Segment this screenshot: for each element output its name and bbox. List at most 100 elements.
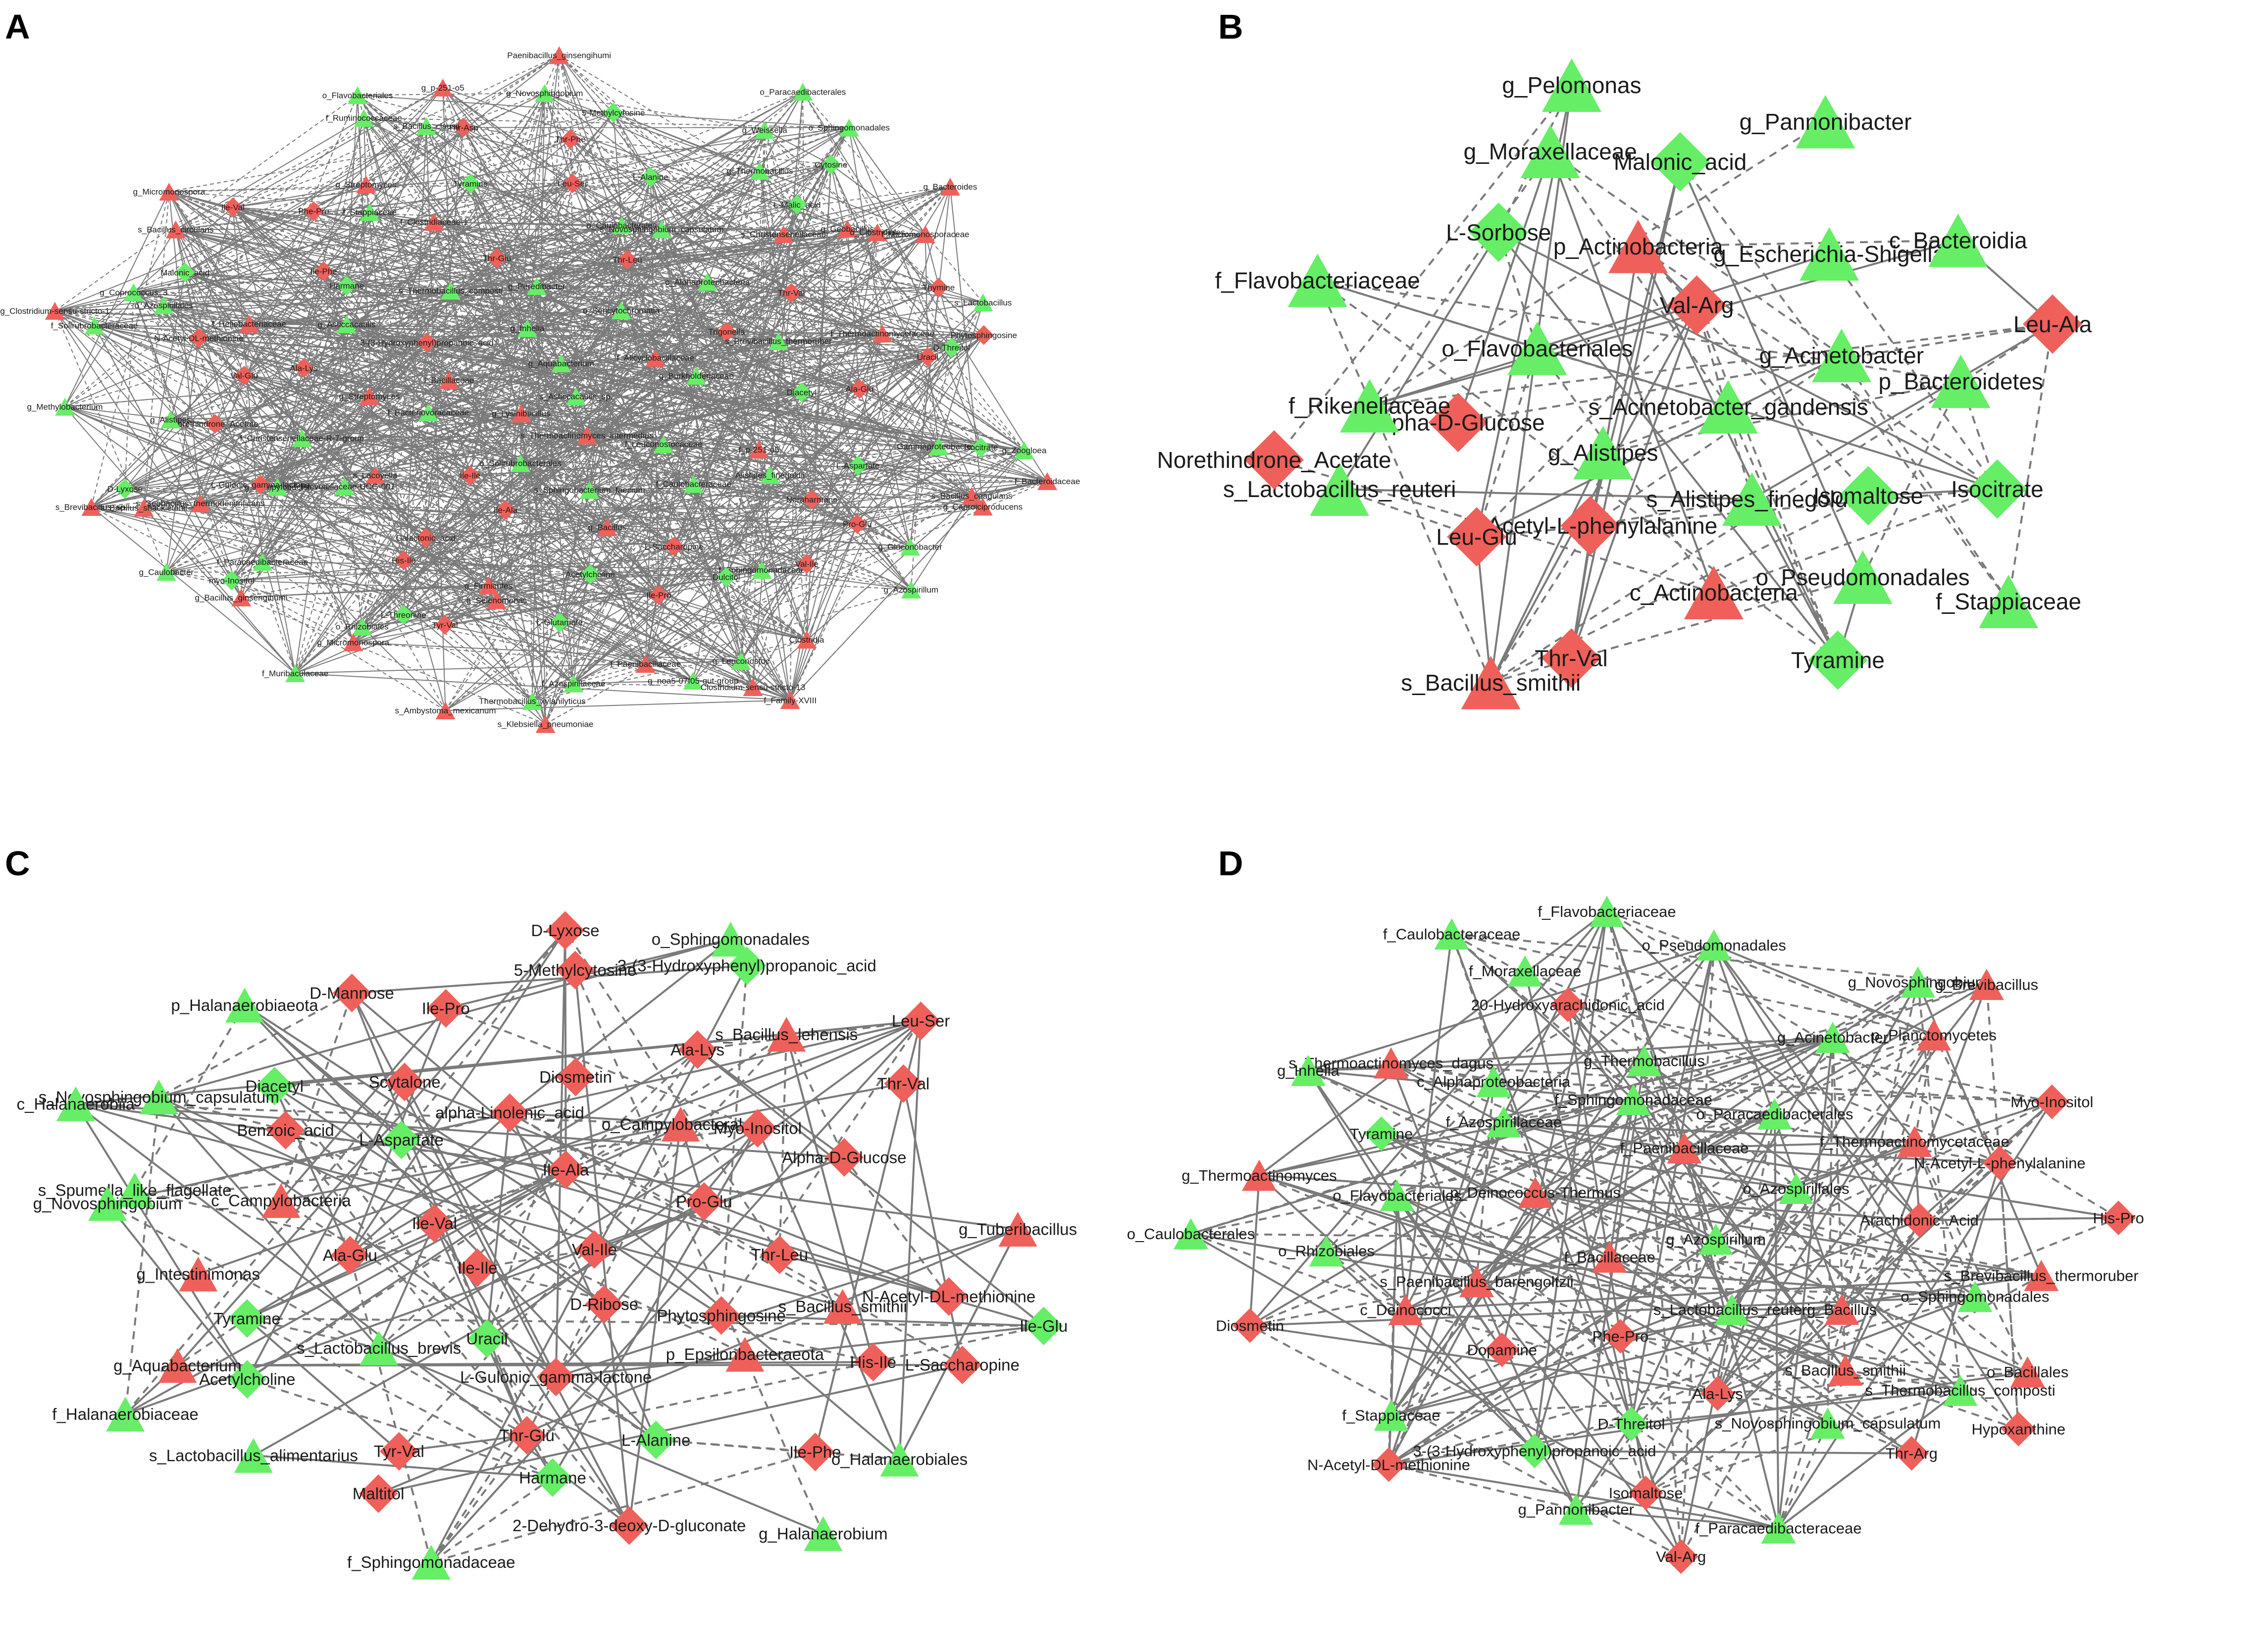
node-label: L-Saccharopine <box>645 542 704 551</box>
network-edge <box>363 117 849 128</box>
network-edge <box>1841 1101 2053 1310</box>
node-triangle <box>486 591 507 609</box>
node-triangle <box>551 354 571 373</box>
network-edge <box>1631 1423 1779 1529</box>
network-edge <box>740 287 939 661</box>
node-triangle <box>880 1442 919 1477</box>
network-edge <box>185 272 807 640</box>
network-edge <box>1493 1080 1685 1149</box>
node-diamond <box>929 1277 969 1316</box>
network-edge <box>509 1111 963 1366</box>
network-edge <box>1387 1192 1537 1465</box>
node-diamond <box>664 536 684 556</box>
node-label: g_Firmicutes <box>464 581 513 591</box>
network-edge <box>1476 1280 1718 1395</box>
network-edge <box>1644 1036 1833 1062</box>
network-edge <box>1390 1062 1976 1298</box>
network-edge <box>175 229 347 325</box>
node-diamond <box>250 474 270 495</box>
network-edge <box>246 1081 406 1380</box>
node-label: Pro-Glu <box>843 520 872 529</box>
node-label: L-Gulonic_gamma-lactone <box>211 480 309 490</box>
node-diamond <box>854 1343 893 1382</box>
panel-a: A s_Asticcacaulis_sp.g_Lysinibacillusg_A… <box>0 7 1080 733</box>
node-label: Arachidonic_Acid <box>1860 1212 1979 1229</box>
network-edge <box>1717 1162 2001 1395</box>
network-edge <box>488 356 928 586</box>
node-label: c_Campylobacteria <box>211 1192 351 1210</box>
node-diamond <box>1232 1308 1268 1343</box>
node-triangle <box>1374 1047 1409 1079</box>
network-edge <box>532 484 694 701</box>
network-edge <box>1606 910 1920 1221</box>
network-edge <box>802 91 926 235</box>
network-edge <box>1476 488 1998 538</box>
network-edge <box>450 290 760 451</box>
node-diamond <box>189 328 209 348</box>
network-edge <box>586 435 807 564</box>
node-diamond <box>415 1203 454 1243</box>
network-edge <box>770 474 911 548</box>
network-edge <box>175 229 860 390</box>
network-edge <box>244 229 662 376</box>
node-diamond <box>394 550 414 570</box>
network-edge <box>431 1451 816 1563</box>
network-edge <box>589 489 727 578</box>
network-edge <box>347 204 797 287</box>
network-edge <box>572 183 779 342</box>
network-edge <box>425 506 983 539</box>
node-triangle <box>81 498 102 516</box>
node-label: Val-Arg <box>1660 292 1734 318</box>
node-triangle <box>2010 1356 2045 1388</box>
network-edge <box>274 1081 405 1087</box>
node-triangle <box>1627 1045 1662 1077</box>
node-label: g_Methylobacterium <box>27 402 103 412</box>
network-edge <box>1680 1309 1733 1557</box>
network-edge <box>125 462 521 490</box>
network-edge <box>175 229 426 539</box>
network-edge <box>1645 1492 1779 1529</box>
network-edge <box>369 93 545 397</box>
network-edge <box>778 1034 788 1255</box>
node-triangle <box>998 1211 1037 1247</box>
node-triangle <box>239 315 259 333</box>
network-edge <box>559 54 981 448</box>
network-edge <box>1308 1069 1961 1392</box>
network-edge <box>346 184 367 286</box>
node-triangle <box>115 1172 154 1207</box>
network-edge <box>434 221 622 226</box>
network-edge <box>1549 150 1729 407</box>
node-triangle <box>823 1289 862 1324</box>
network-edge <box>64 229 176 407</box>
node-triangle <box>1979 574 2039 628</box>
network-edge <box>572 183 928 358</box>
network-edge <box>361 357 656 627</box>
node-diamond <box>1024 1306 1063 1346</box>
network-edge <box>661 229 760 450</box>
network-edge <box>163 304 303 439</box>
node-label: Leu-Ala <box>2013 311 2092 337</box>
network-edge <box>812 450 1025 501</box>
network-edge <box>607 375 697 528</box>
network-edge <box>277 281 708 488</box>
node-label: s_Lactobacillus_alimentarius <box>149 1447 358 1465</box>
network-edge <box>789 450 1025 701</box>
network-edge <box>532 446 939 701</box>
node-label: Hypoxanthine <box>1972 1421 2066 1438</box>
network-edge <box>496 93 545 258</box>
node-label: f_Rikenellaceae <box>1288 393 1450 419</box>
node-triangle <box>1616 1084 1651 1115</box>
node-label: L-Threonine <box>381 610 426 620</box>
network-edge <box>1684 1147 2000 1164</box>
node-label: Ala-Lys <box>1693 1385 1743 1402</box>
node-label: g_Micromonospora <box>133 187 205 197</box>
node-diamond <box>928 277 949 298</box>
network-edge <box>650 176 797 205</box>
node-label: Gammaproteobacteria <box>897 442 981 451</box>
node-label: g_Halanaerobium <box>759 1524 888 1543</box>
network-edge <box>544 93 590 490</box>
network-edge <box>1381 1133 1797 1190</box>
node-label: g_Alistipes <box>1548 440 1658 465</box>
panel-c: C Val-IleIle-IleIle-AlaD-RiboseIle-ValPr… <box>5 844 1077 1580</box>
node-diamond <box>1469 202 1529 262</box>
